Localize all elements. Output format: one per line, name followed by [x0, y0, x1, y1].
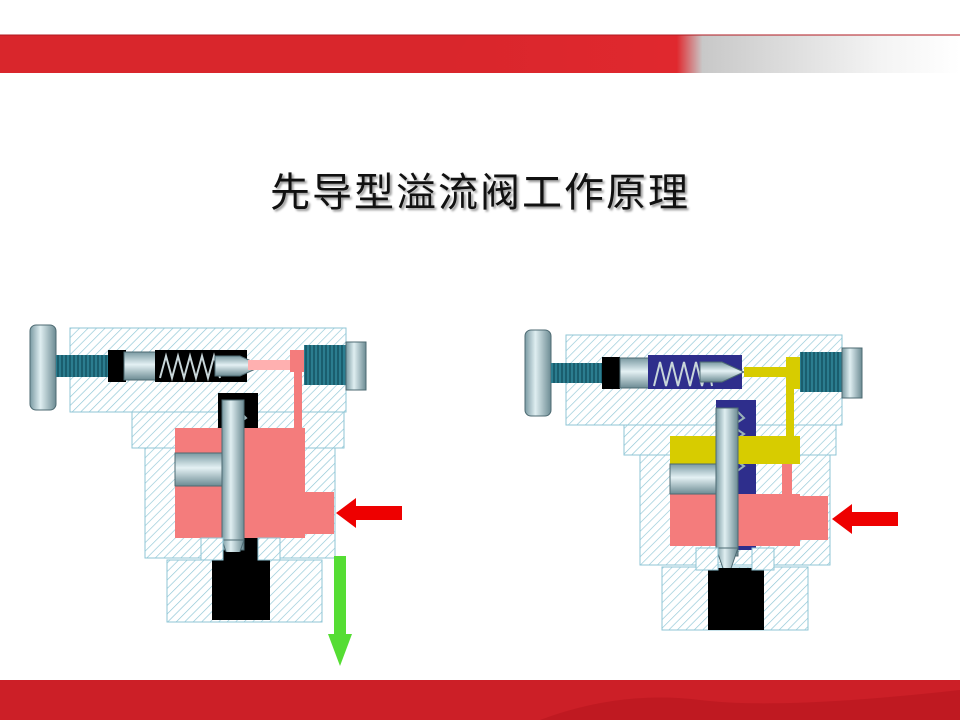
adjust-screw	[551, 363, 605, 383]
valve-open-state	[524, 329, 898, 631]
adjust-knob	[29, 324, 57, 411]
slide-title: 先导型溢流阀工作原理	[270, 170, 690, 216]
main-spool	[715, 407, 739, 557]
adjust-knob	[524, 329, 552, 417]
adjust-screw	[56, 355, 110, 377]
main-spool	[221, 399, 245, 551]
footer-band	[0, 680, 960, 720]
outlet-port	[212, 552, 270, 620]
valve-closed-state	[29, 324, 402, 666]
header-band	[0, 34, 960, 73]
inflow-arrow	[336, 498, 402, 528]
pilot-spring	[159, 352, 221, 382]
outflow-arrow	[328, 556, 352, 666]
outlet-port	[708, 568, 764, 630]
pilot-poppet	[699, 361, 746, 383]
inflow-arrow	[832, 504, 898, 534]
